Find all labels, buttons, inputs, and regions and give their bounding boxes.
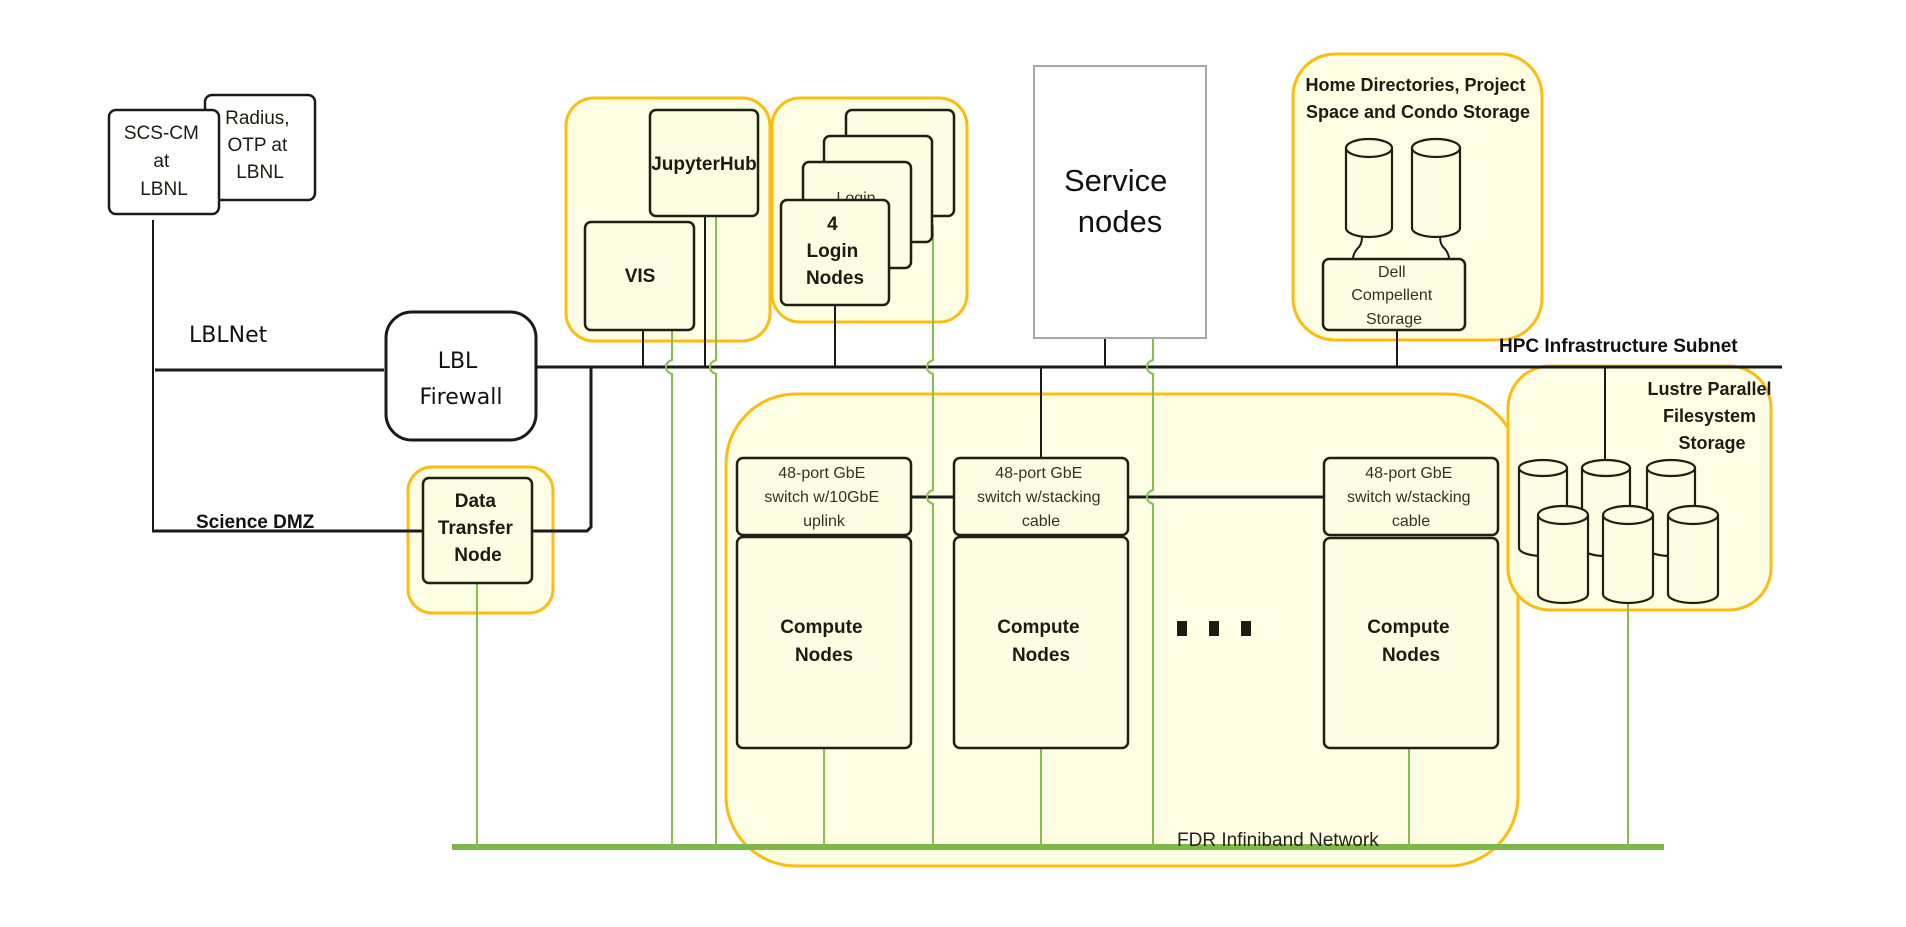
lustre-title: Lustre Parallel Filesystem Storage xyxy=(1647,379,1776,453)
rack-3: 48-port GbE switch w/stacking cable Comp… xyxy=(1322,456,1500,750)
lustre-disk-front-1 xyxy=(1536,504,1590,605)
home-disk-2-link xyxy=(1439,236,1450,260)
rack-3-switch[interactable] xyxy=(1322,456,1500,537)
vis-box[interactable] xyxy=(583,220,696,332)
svg-text:48-port GbE switch w/sta: 48-port GbE switch w/stacking cable xyxy=(977,465,1105,530)
login-label: 4 Login Nodes xyxy=(806,214,864,289)
vis-ib xyxy=(664,330,673,847)
rack-1: 48-port GbE switch w/10GbE uplink Comput… xyxy=(735,456,913,750)
lustre-disk-front-3 xyxy=(1666,504,1720,605)
radius-label: Radius, OTP at LBNL xyxy=(225,108,295,183)
rack-1-compute-nodes[interactable] xyxy=(735,535,913,750)
rack-2-switch[interactable] xyxy=(952,456,1130,537)
login-ib xyxy=(925,225,934,847)
scs-cm-label: SCS-CM at LBNL xyxy=(124,123,204,200)
vis-label: VIS xyxy=(625,266,656,287)
rack-1-switch[interactable] xyxy=(735,456,913,537)
home-disk-1-link xyxy=(1352,236,1363,260)
firewall-label: LBL Firewall xyxy=(420,349,503,410)
home-disk-1 xyxy=(1344,137,1394,239)
lbl-firewall-box[interactable] xyxy=(384,310,538,442)
scs-cm-box[interactable] xyxy=(107,108,221,216)
more-racks-ellipsis xyxy=(1177,621,1251,636)
jupyter-ib xyxy=(708,216,717,847)
dtn-label: Data Transfer Node xyxy=(438,491,518,566)
dell-compellent-box[interactable] xyxy=(1321,257,1467,332)
login-nodes-box[interactable] xyxy=(779,198,891,307)
service-nodes-label: Service nodes xyxy=(1064,163,1176,239)
rack-3-compute-nodes[interactable] xyxy=(1322,536,1500,750)
lblnet-label: LBLNet xyxy=(189,323,268,348)
service-nodes-box[interactable] xyxy=(1033,65,1207,339)
svg-text:Compute Nodes: Compute Nodes xyxy=(780,617,868,666)
rack-2: 48-port GbE switch w/stacking cable Comp… xyxy=(952,456,1130,750)
svg-text:48-port GbE switch w/10G: 48-port GbE switch w/10GbE uplink xyxy=(764,465,883,530)
rack-2-compute-nodes[interactable] xyxy=(952,535,1130,750)
service-ib xyxy=(1145,338,1154,847)
dmz-to-backbone xyxy=(532,368,593,533)
svg-text:Compute Nodes: Compute Nodes xyxy=(1367,617,1455,666)
lustre-disk-front-2 xyxy=(1601,504,1655,605)
svg-text:48-port GbE switch w/sta: 48-port GbE switch w/stacking cable xyxy=(1347,465,1475,530)
dell-compellent-label: Dell Compellent Storage xyxy=(1351,264,1436,328)
infiniband-label: FDR Infiniband Network xyxy=(1177,830,1379,851)
science-dmz-label: Science DMZ xyxy=(196,512,315,533)
home-storage-title: Home Directories, Project Space and Cond… xyxy=(1305,75,1530,122)
svg-text:Compute Nodes: Compute Nodes xyxy=(997,617,1085,666)
jupyterhub-label: JupyterHub xyxy=(651,154,757,175)
home-disk-2 xyxy=(1410,137,1462,239)
jupyterhub-box[interactable] xyxy=(648,108,760,218)
data-transfer-node-box[interactable] xyxy=(421,476,534,585)
hpc-subnet-label: HPC Infrastructure Subnet xyxy=(1499,336,1738,357)
